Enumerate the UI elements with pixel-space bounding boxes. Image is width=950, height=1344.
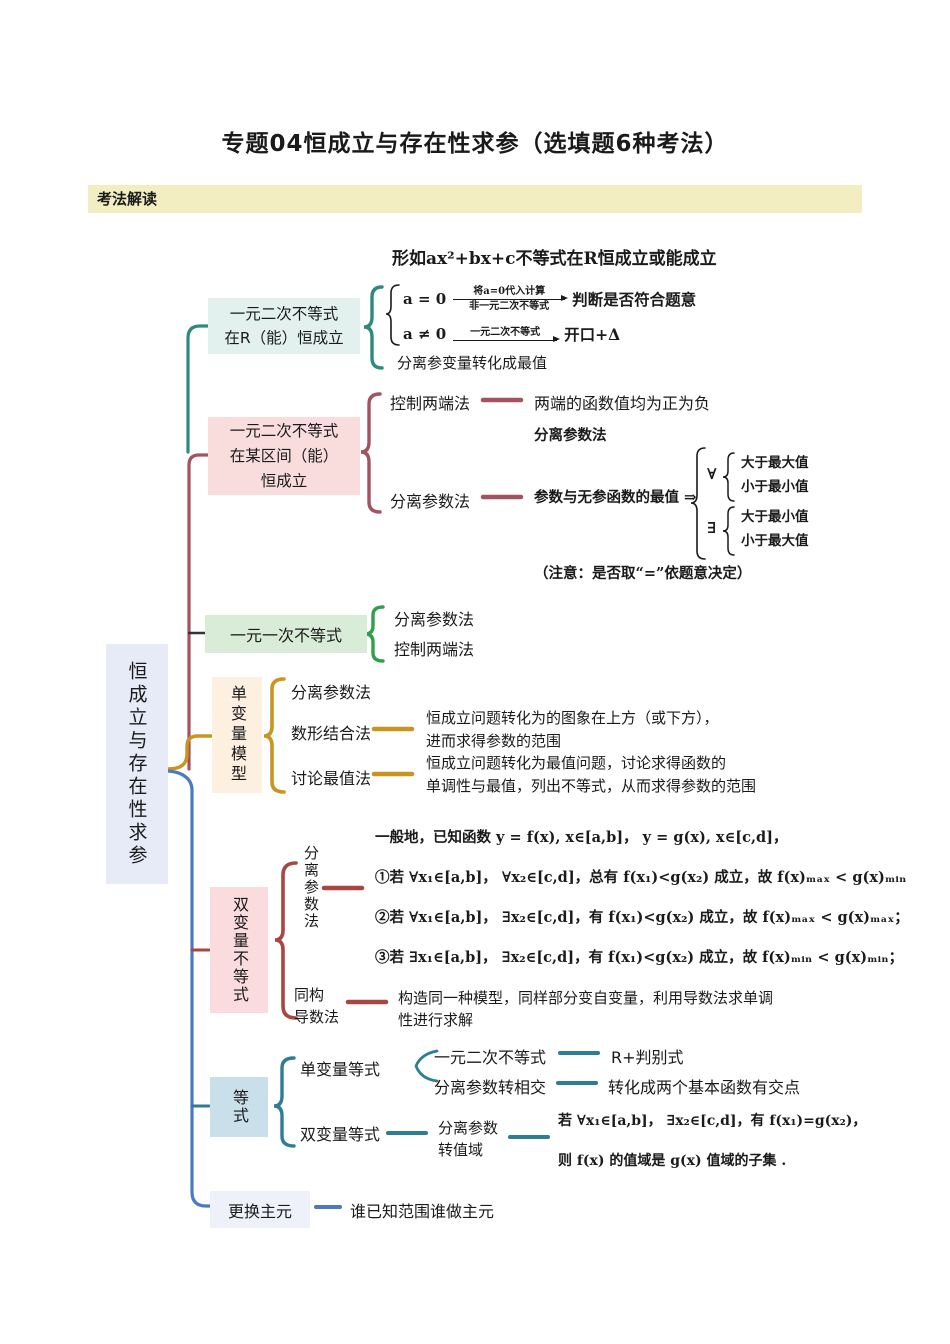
branch5-formula-2: ②若 ∀x₁∈[a,b]， ∃x₂∈[c,d]，有 f(x₁)<g(x₂) 成立… — [375, 909, 909, 926]
branch6-single-var-equation: 单变量等式 — [300, 1060, 381, 1079]
case1-arrow-over-label: 将a=0代入计算 — [473, 285, 546, 297]
branch4-method2-desc: 恒成立问题转化为的图象在上方（或下方）， 进而求得参数的范围 — [426, 709, 719, 750]
branch4-method3-desc: 恒成立问题转化为最值问题，讨论求得函数的 单调性与最值，列出不等式，从而求得参数… — [426, 754, 757, 795]
branch5-isomorphic-desc: 构造同一种模型，同样部分变自变量，利用导数法求单调 性进行求解 — [398, 989, 774, 1029]
trunk-maroon — [187, 453, 210, 771]
case1-result: 判断是否符合题意 — [572, 290, 697, 309]
link-gold-branch4 — [166, 734, 213, 771]
branch2-control-ends-desc: 两端的函数值均为正为负 — [534, 394, 711, 413]
branch6-separate-param-range: 分离参数 转值域 — [438, 1119, 499, 1159]
case2-arrow: 一元二次不等式 — [453, 326, 561, 343]
branch1-case2: a ≠ 0 一元二次不等式 开口+Δ — [403, 319, 620, 349]
brace-cases-a — [385, 284, 400, 346]
branch2-note: （注意：是否取“=”依题意决定） — [534, 565, 752, 582]
branch1-case1: a = 0 将a=0代入计算 非一元二次不等式 判断是否符合题意 — [403, 281, 696, 317]
branch4-method1: 分离参数法 — [291, 683, 372, 702]
branch3-box: 一元一次不等式 — [205, 615, 367, 653]
branch2-method-separate-param: 分离参数法 — [390, 492, 471, 511]
case2-arrow-over-label: 一元二次不等式 — [470, 326, 541, 338]
branch6-intersect-desc: 转化成两个基本函数有交点 — [608, 1078, 801, 1097]
branch5-intro-formula: 一般地，已知函数 y = f(x), x∈[a,b]， y = g(x), x∈… — [375, 829, 788, 846]
branch6-formula-2: 则 f(x) 的值域是 g(x) 值域的子集 . — [558, 1153, 787, 1169]
branch5-box: 双变量不等式 — [210, 887, 268, 1013]
branch2-separate-param-desc: 参数与无参函数的最值 — [534, 489, 679, 506]
branch5-method-isomorphic-derivative: 同构 导数法 — [294, 986, 340, 1026]
trunk-blue — [166, 769, 213, 1208]
brace-branch2 — [360, 392, 382, 514]
section-banner: 考法解读 — [88, 185, 862, 213]
case1-arrow: 将a=0代入计算 非一元二次不等式 — [453, 285, 569, 312]
case2-condition: a ≠ 0 — [403, 325, 447, 343]
branch5-formula-3: ③若 ∃x₁∈[a,b]， ∃x₂∈[c,d]，有 f(x₁)<g(x₂) 成立… — [375, 949, 904, 966]
branch6-formula-1: 若 ∀x₁∈[a,b]， ∃x₂∈[c,d]，有 f(x₁)=g(x₂)， — [558, 1113, 867, 1129]
page-title: 专题04恒成立与存在性求参（选填题6种考法） — [221, 131, 729, 157]
case2-result: 开口+Δ — [564, 325, 621, 344]
implies-arrow: ⇒ — [684, 487, 697, 506]
branch4-method3: 讨论最值法 — [291, 769, 372, 788]
branch2-separate-param-desc-row: 参数与无参函数的最值 ⇒ — [534, 486, 697, 507]
branch6-dual-var-equation: 双变量等式 — [300, 1125, 381, 1144]
forall-cases: 大于最大值 小于最小值 — [741, 455, 809, 495]
branch7-desc: 谁已知范围谁做主元 — [350, 1202, 495, 1221]
branch4-method2: 数形结合法 — [291, 724, 372, 743]
trunk-teal — [186, 324, 210, 454]
root-node: 恒成立与存在性求参 — [106, 644, 168, 884]
branch3-method2: 控制两端法 — [394, 640, 475, 659]
branch1-separate-param: 分离参变量转化成最值 — [397, 354, 548, 372]
brace-branch5 — [274, 861, 298, 1020]
branch6-box: 等式 — [210, 1077, 268, 1137]
exists-cases: 大于最小值 小于最大值 — [741, 509, 809, 549]
branch7-box: 更换主元 — [210, 1191, 310, 1228]
branch3-method1: 分离参数法 — [394, 610, 475, 629]
banner-label: 考法解读 — [97, 190, 158, 208]
brace-branch4 — [263, 677, 286, 794]
brace-forall — [722, 452, 735, 502]
branch2-method-control-ends: 控制两端法 — [390, 394, 471, 413]
case1-condition: a = 0 — [403, 290, 447, 308]
branch5-formula-1: ①若 ∀x₁∈[a,b]， ∀x₂∈[c,d]，总有 f(x₁)<g(x₂) 成… — [375, 869, 907, 886]
branch6-child-intersect: 分离参数转相交 — [434, 1078, 547, 1097]
branch6-quadratic-desc: R+判别式 — [611, 1048, 684, 1067]
branch2-sub-header: 分离参数法 — [534, 427, 607, 444]
case1-arrow-line — [453, 295, 569, 302]
brace-branch1 — [363, 285, 384, 370]
case2-arrow-line — [453, 336, 561, 343]
branch2-box: 一元二次不等式 在某区间（能） 恒成立 — [208, 417, 360, 495]
branch1-box: 一元二次不等式 在R（能）恒成立 — [208, 298, 360, 354]
brace-exists — [722, 506, 735, 556]
branch1-formula-header: 形如ax²+bx+c不等式在R恒成立或能成立 — [392, 249, 717, 269]
brace-branch3 — [364, 605, 385, 663]
brace-branch6 — [273, 1056, 296, 1148]
branch4-box: 单变量模型 — [212, 677, 262, 793]
exists-symbol: ∃ — [707, 519, 717, 537]
forall-symbol: ∀ — [707, 465, 717, 483]
case1-arrow-under-label: 非一元二次不等式 — [469, 300, 550, 312]
branch5-method-separate-param: 分离参数法 — [302, 845, 320, 930]
branch6-child-quadratic: 一元二次不等式 — [434, 1048, 547, 1067]
